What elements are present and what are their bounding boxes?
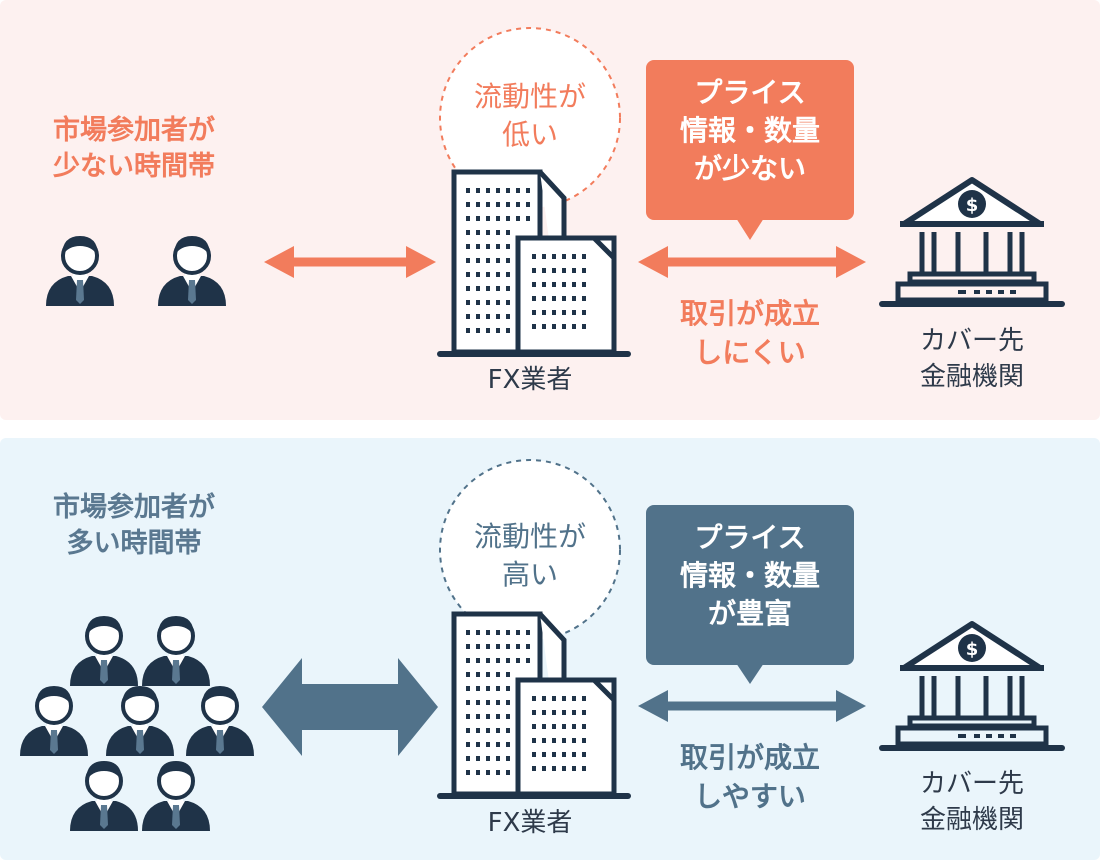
callout-line: が少ない bbox=[693, 151, 806, 185]
status-line: 取引が成立 bbox=[679, 297, 820, 330]
status-line: しにくい bbox=[694, 336, 806, 370]
callout-line: 情報・数量 bbox=[679, 113, 820, 147]
panel-title-many-participants: 市場参加者が 多い時間帯 bbox=[18, 490, 250, 563]
participants-many bbox=[18, 614, 256, 833]
person-icon bbox=[104, 684, 176, 758]
liquidity-line: 低い bbox=[501, 117, 558, 151]
title-line: 市場参加者が bbox=[53, 492, 215, 523]
bank-label-bottom: カバー先 金融機関 bbox=[882, 766, 1062, 839]
callout-line: プライス bbox=[694, 521, 806, 554]
callout-line: 情報・数量 bbox=[679, 558, 820, 592]
person-icon bbox=[140, 759, 212, 833]
broker-label: FX業者 bbox=[487, 365, 573, 395]
title-line: 市場参加者が bbox=[53, 115, 215, 146]
bank-line: カバー先 bbox=[919, 326, 1024, 356]
bank-line: 金融機関 bbox=[919, 805, 1024, 836]
price-info-callout-top bbox=[646, 60, 854, 240]
broker-building-icon bbox=[440, 172, 628, 354]
trade-status-top: 取引が成立 しにくい bbox=[640, 294, 860, 372]
callout-line: が豊富 bbox=[707, 596, 792, 630]
person-icon bbox=[156, 234, 228, 308]
person-icon bbox=[18, 684, 90, 758]
trade-status-bottom: 取引が成立 しやすい bbox=[640, 738, 860, 816]
title-line: 多い時間帯 bbox=[66, 528, 202, 560]
liquidity-high-label: 流動性が 高い bbox=[445, 518, 615, 594]
participants-few bbox=[44, 234, 228, 308]
callout-text-bottom: プライス 情報・数量 が豊富 bbox=[645, 519, 855, 632]
price-info-callout-bottom bbox=[646, 505, 854, 684]
person-icon bbox=[140, 614, 212, 688]
title-line: 少ない時間帯 bbox=[53, 151, 215, 183]
callout-text-top: プライス 情報・数量 が少ない bbox=[645, 74, 855, 187]
status-line: しやすい bbox=[694, 780, 806, 814]
person-icon bbox=[44, 234, 116, 308]
bank-line: カバー先 bbox=[919, 769, 1024, 799]
double-arrow-participants-broker-top bbox=[264, 246, 436, 278]
double-arrow-broker-bank-bottom bbox=[638, 690, 866, 722]
callout-line: プライス bbox=[694, 76, 806, 109]
liquidity-low-label: 流動性が 低い bbox=[445, 78, 615, 154]
person-icon bbox=[68, 614, 140, 688]
bank-label-top: カバー先 金融機関 bbox=[882, 323, 1062, 396]
double-arrow-participants-broker-bottom bbox=[262, 658, 438, 756]
status-line: 取引が成立 bbox=[679, 741, 820, 774]
liquidity-line: 流動性が bbox=[473, 80, 586, 113]
liquidity-line: 流動性が bbox=[473, 520, 586, 553]
liquidity-line: 高い bbox=[501, 557, 558, 591]
double-arrow-broker-bank-top bbox=[638, 246, 866, 278]
bank-line: 金融機関 bbox=[919, 362, 1024, 393]
broker-label: FX業者 bbox=[487, 808, 573, 838]
broker-building-icon bbox=[440, 614, 628, 796]
person-icon bbox=[184, 684, 256, 758]
bank-icon bbox=[882, 624, 1062, 748]
person-icon bbox=[68, 759, 140, 833]
bank-icon bbox=[882, 180, 1062, 304]
panel-title-few-participants: 市場参加者が 少ない時間帯 bbox=[18, 113, 250, 186]
